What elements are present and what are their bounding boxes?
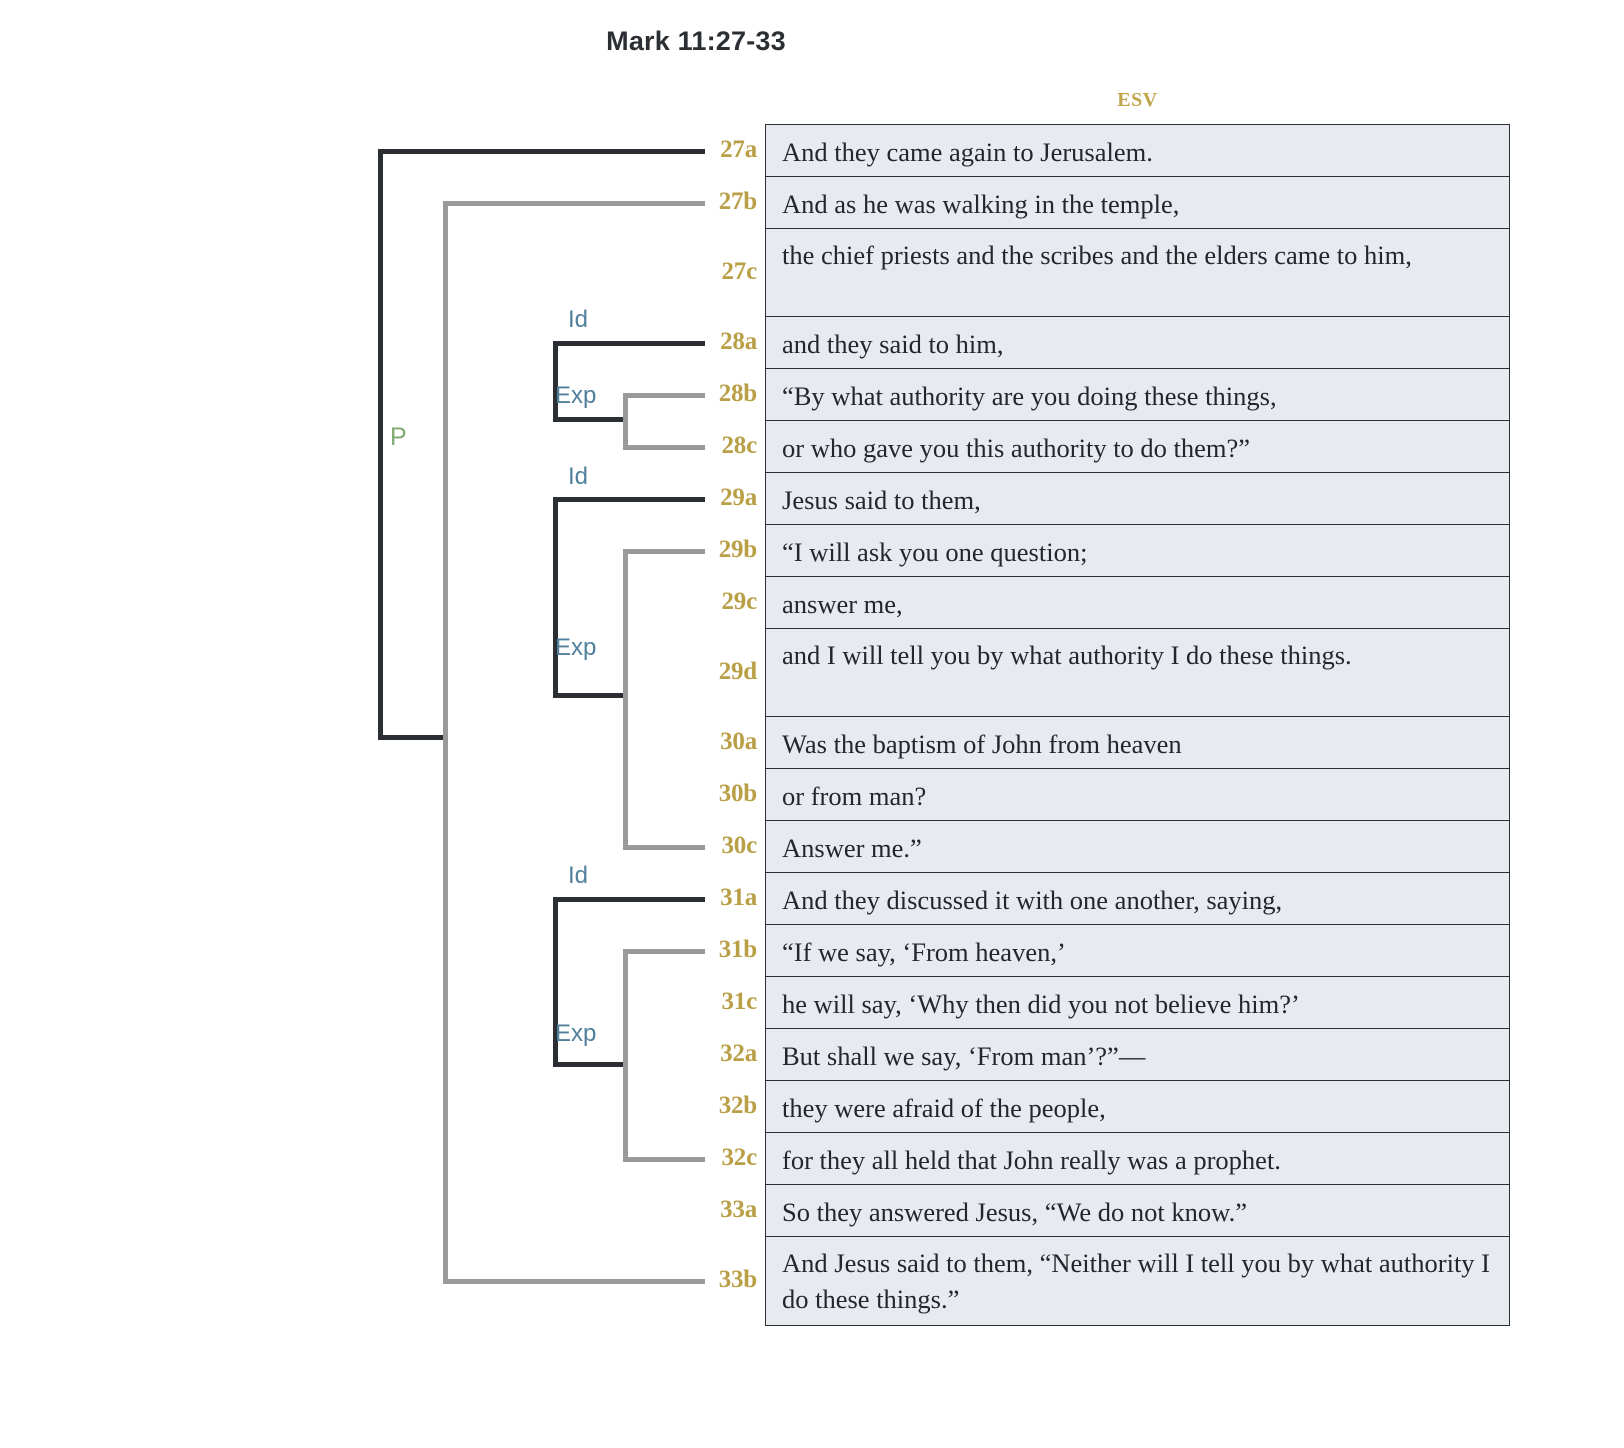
verse-text: answer me,	[782, 589, 903, 619]
table-row[interactable]: and I will tell you by what authority I …	[766, 629, 1509, 717]
verse-text-table: And they came again to Jerusalem. And as …	[765, 124, 1510, 1326]
table-row[interactable]: “I will ask you one question;	[766, 525, 1509, 577]
bracket-horizontal	[623, 549, 705, 554]
bracket-vertical	[553, 897, 558, 1067]
verse-text: And as he was walking in the temple,	[782, 189, 1180, 219]
verse-reference-33a[interactable]: 33a	[720, 1196, 757, 1223]
verse-reference-32a[interactable]: 32a	[720, 1040, 757, 1067]
relation-label-exp-1[interactable]: Exp	[555, 382, 597, 409]
verse-reference-29b[interactable]: 29b	[718, 536, 758, 563]
bracket-vertical	[623, 549, 628, 850]
table-row[interactable]: And Jesus said to them, “Neither will I …	[766, 1237, 1509, 1325]
verse-reference-28b[interactable]: 28b	[718, 380, 758, 407]
table-row[interactable]: “If we say, ‘From heaven,’	[766, 925, 1509, 977]
page-title: Mark 11:27-33	[606, 26, 786, 56]
verse-text: And they discussed it with one another, …	[782, 885, 1283, 915]
verse-text: they were afraid of the people,	[782, 1093, 1106, 1123]
bracket-vertical	[553, 497, 558, 698]
verse-reference-27b[interactable]: 27b	[718, 188, 758, 215]
verse-reference-32c[interactable]: 32c	[721, 1144, 758, 1171]
relation-label-exp-3[interactable]: Exp	[555, 1020, 597, 1047]
verse-text: and they said to him,	[782, 329, 1004, 359]
verse-text: Jesus said to them,	[782, 485, 981, 515]
bracket-vertical	[623, 949, 628, 1162]
bracket-horizontal	[553, 897, 705, 902]
verse-reference-31c[interactable]: 31c	[721, 988, 758, 1015]
table-row[interactable]: Answer me.”	[766, 821, 1509, 873]
relation-label-p[interactable]: P	[390, 423, 407, 451]
table-row[interactable]: So they answered Jesus, “We do not know.…	[766, 1185, 1509, 1237]
relation-label-id-2[interactable]: Id	[568, 463, 589, 490]
verse-text: But shall we say, ‘From man’?”—	[782, 1041, 1146, 1071]
bracket-horizontal	[443, 201, 705, 206]
table-row[interactable]: for they all held that John really was a…	[766, 1133, 1509, 1185]
bracket-horizontal	[623, 949, 705, 954]
verse-text: Answer me.”	[782, 833, 922, 863]
table-row[interactable]: he will say, ‘Why then did you not belie…	[766, 977, 1509, 1029]
verse-text: or from man?	[782, 781, 927, 811]
verse-reference-30b[interactable]: 30b	[718, 780, 758, 807]
verse-reference-33b[interactable]: 33b	[718, 1266, 758, 1293]
verse-reference-27a[interactable]: 27a	[720, 136, 757, 163]
table-row[interactable]: “By what authority are you doing these t…	[766, 369, 1509, 421]
verse-text: And they came again to Jerusalem.	[782, 137, 1153, 167]
verse-text: Was the baptism of John from heaven	[782, 729, 1182, 759]
bracket-horizontal	[553, 497, 705, 502]
verse-text: he will say, ‘Why then did you not belie…	[782, 989, 1300, 1019]
table-row[interactable]: And as he was walking in the temple,	[766, 177, 1509, 229]
verse-text: So they answered Jesus, “We do not know.…	[782, 1197, 1247, 1227]
table-row[interactable]: or from man?	[766, 769, 1509, 821]
table-row[interactable]: But shall we say, ‘From man’?”—	[766, 1029, 1509, 1081]
verse-text: the chief priests and the scribes and th…	[782, 240, 1412, 270]
verse-text: for they all held that John really was a…	[782, 1145, 1281, 1175]
verse-text: or who gave you this authority to do the…	[782, 433, 1251, 463]
verse-text: and I will tell you by what authority I …	[782, 640, 1352, 670]
verse-reference-28a[interactable]: 28a	[720, 328, 757, 355]
bracket-horizontal	[378, 149, 705, 154]
bracket-horizontal	[623, 1157, 705, 1162]
table-row[interactable]: And they discussed it with one another, …	[766, 873, 1509, 925]
verse-text: “If we say, ‘From heaven,’	[782, 937, 1066, 967]
verse-reference-30a[interactable]: 30a	[720, 728, 757, 755]
bracket-vertical	[378, 149, 383, 740]
bracket-horizontal	[378, 735, 445, 740]
bracket-horizontal	[623, 393, 705, 398]
bracket-horizontal	[623, 845, 705, 850]
bible-version-label: ESV	[1117, 89, 1158, 111]
table-row[interactable]: answer me,	[766, 577, 1509, 629]
bracket-horizontal	[553, 341, 705, 346]
verse-reference-31b[interactable]: 31b	[718, 936, 758, 963]
table-row[interactable]: or who gave you this authority to do the…	[766, 421, 1509, 473]
verse-reference-30c[interactable]: 30c	[721, 832, 758, 859]
table-row[interactable]: And they came again to Jerusalem.	[766, 125, 1509, 177]
table-row[interactable]: and they said to him,	[766, 317, 1509, 369]
table-row[interactable]: they were afraid of the people,	[766, 1081, 1509, 1133]
bracket-horizontal	[553, 693, 625, 698]
bracket-vertical	[623, 393, 628, 450]
verse-reference-29d[interactable]: 29d	[718, 658, 758, 685]
relation-label-id-1[interactable]: Id	[568, 306, 589, 333]
verse-reference-29c[interactable]: 29c	[721, 588, 758, 615]
verse-reference-27c[interactable]: 27c	[721, 258, 758, 285]
bracket-horizontal	[553, 1062, 625, 1067]
verse-reference-32b[interactable]: 32b	[718, 1092, 758, 1119]
bracket-horizontal	[553, 417, 625, 422]
bracket-horizontal	[623, 445, 705, 450]
relation-label-exp-2[interactable]: Exp	[555, 634, 597, 661]
verse-reference-31a[interactable]: 31a	[720, 884, 757, 911]
bracket-vertical	[553, 341, 558, 422]
verse-reference-28c[interactable]: 28c	[721, 432, 758, 459]
verse-reference-29a[interactable]: 29a	[720, 484, 757, 511]
bracket-vertical	[443, 201, 448, 1284]
table-row[interactable]: Jesus said to them,	[766, 473, 1509, 525]
verse-text: And Jesus said to them, “Neither will I …	[782, 1248, 1497, 1314]
verse-text: “I will ask you one question;	[782, 537, 1088, 567]
verse-text: “By what authority are you doing these t…	[782, 381, 1277, 411]
table-row[interactable]: the chief priests and the scribes and th…	[766, 229, 1509, 317]
table-row[interactable]: Was the baptism of John from heaven	[766, 717, 1509, 769]
relation-label-id-3[interactable]: Id	[568, 862, 589, 889]
bracket-horizontal	[443, 1279, 705, 1284]
